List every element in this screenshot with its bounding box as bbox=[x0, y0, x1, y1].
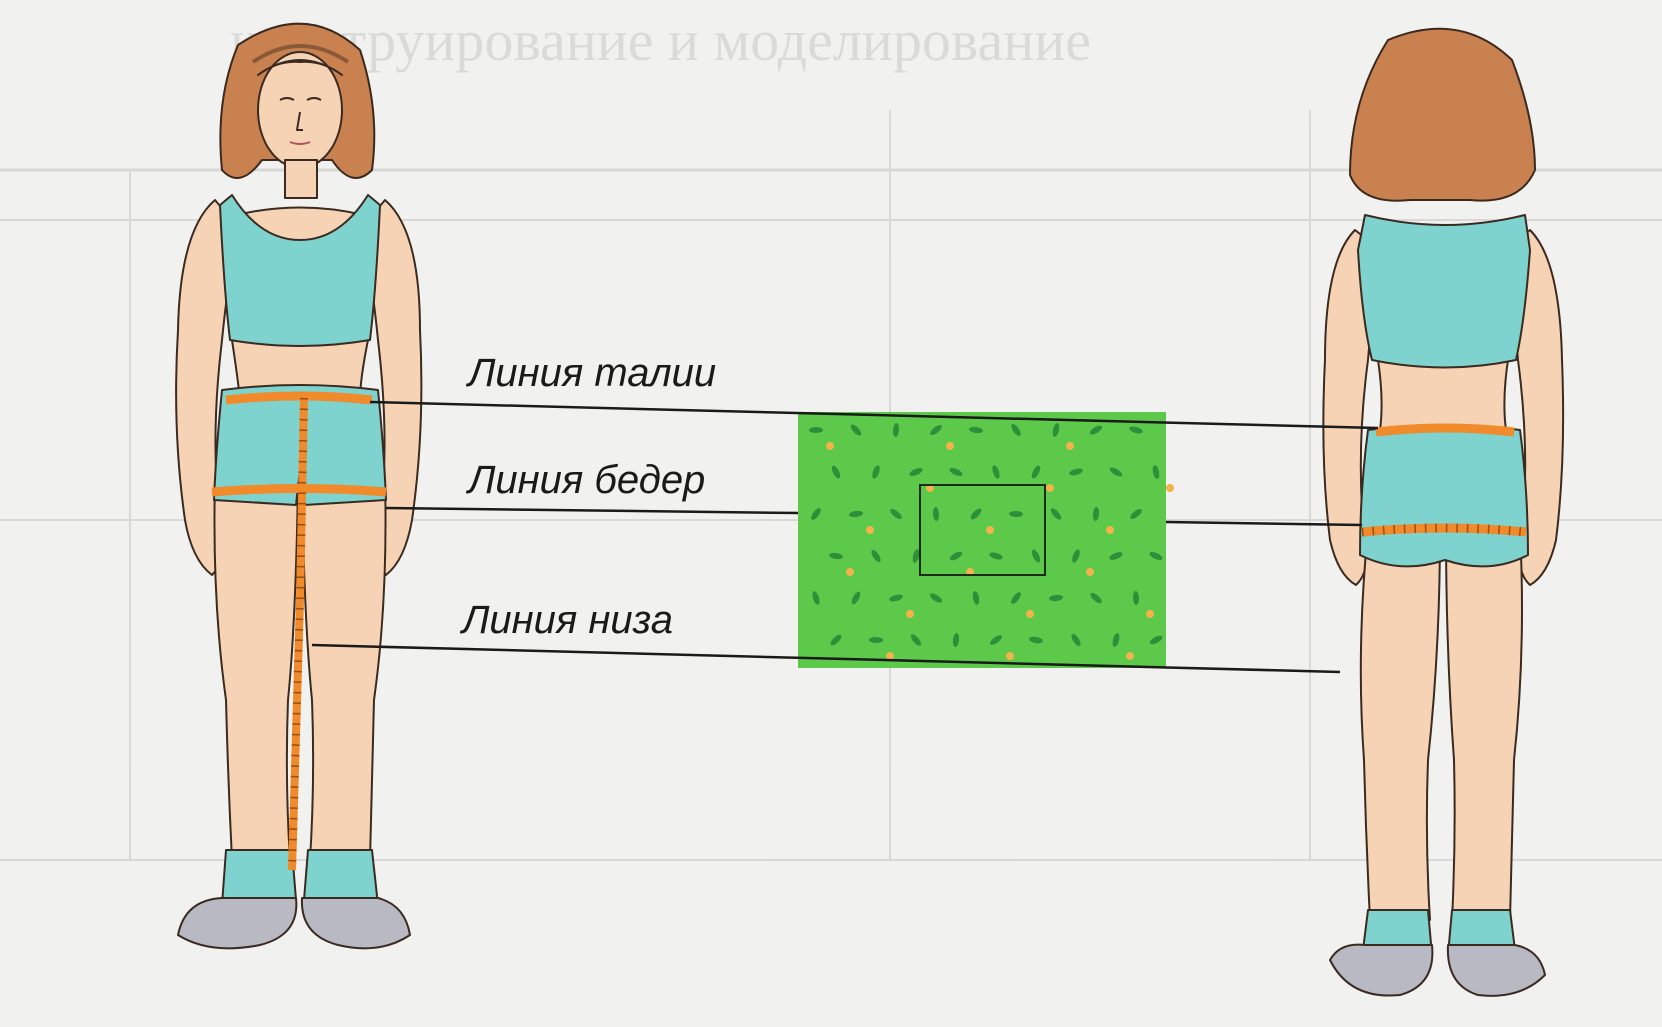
front-left-sock bbox=[222, 850, 296, 905]
fabric-leaf bbox=[809, 427, 823, 433]
fabric-dot bbox=[1126, 652, 1134, 660]
fabric-dot bbox=[1046, 484, 1054, 492]
fabric-dot bbox=[866, 526, 874, 534]
fabric-dot bbox=[906, 610, 914, 618]
back-hair bbox=[1350, 29, 1535, 201]
fabric-dot bbox=[1146, 610, 1154, 618]
front-right-sandal bbox=[302, 898, 410, 948]
waist-line-label: Линия талии bbox=[465, 351, 716, 395]
fabric-dot bbox=[1166, 484, 1174, 492]
front-right-sock bbox=[304, 850, 378, 905]
back-right-leg bbox=[1446, 530, 1522, 920]
fabric-dot bbox=[986, 526, 994, 534]
front-right-leg bbox=[302, 480, 386, 860]
hip-line-label: Линия бедер bbox=[465, 458, 705, 502]
hem-line-label: Линия низа bbox=[459, 598, 673, 642]
fabric-dot bbox=[826, 442, 834, 450]
fabric-dot bbox=[1066, 442, 1074, 450]
back-shorts bbox=[1360, 425, 1528, 566]
front-left-leg bbox=[214, 480, 298, 860]
back-left-leg bbox=[1361, 530, 1440, 920]
fabric-swatch bbox=[798, 412, 1174, 668]
back-figure bbox=[1323, 29, 1563, 996]
fabric-dot bbox=[1086, 568, 1094, 576]
fabric-dot bbox=[1026, 610, 1034, 618]
back-right-sandal bbox=[1448, 945, 1545, 996]
fabric-dot bbox=[886, 652, 894, 660]
back-left-sandal bbox=[1330, 945, 1432, 996]
front-face bbox=[258, 52, 342, 168]
back-crop-top bbox=[1358, 215, 1530, 368]
fabric-dot bbox=[946, 442, 954, 450]
front-left-sandal bbox=[178, 898, 296, 948]
fabric-dot bbox=[846, 568, 854, 576]
fabric-dot bbox=[1006, 652, 1014, 660]
fabric-dot bbox=[1106, 526, 1114, 534]
